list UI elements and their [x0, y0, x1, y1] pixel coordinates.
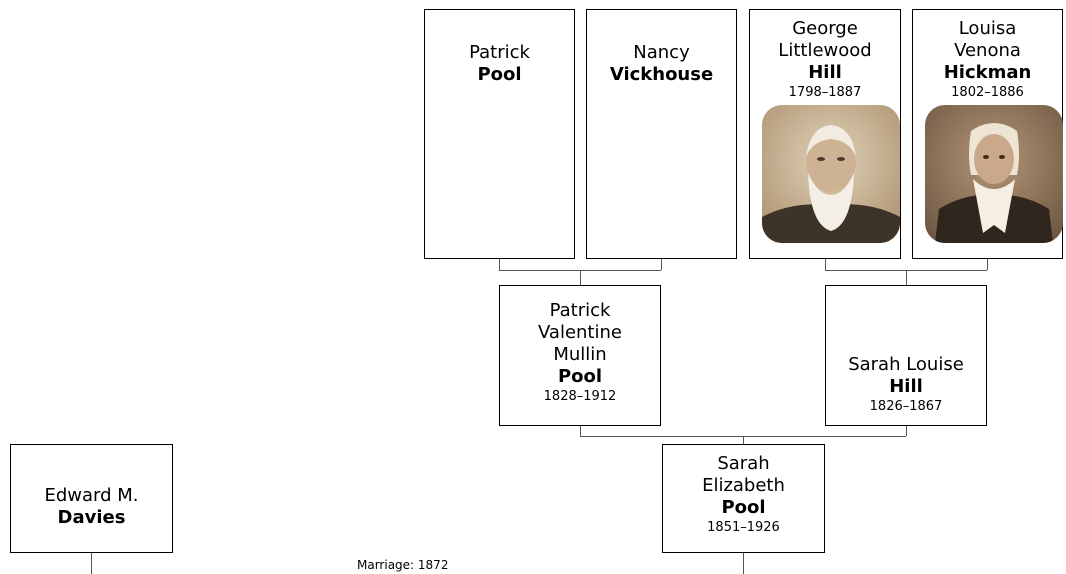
connector-line: [91, 553, 92, 574]
portrait-photo: [925, 105, 1063, 243]
connector-line: [906, 270, 907, 285]
person-surname: Hickman: [943, 62, 1032, 83]
person-surname: Pool: [557, 366, 603, 387]
connector-line: [825, 259, 826, 270]
person-given-name: Nancy: [633, 42, 690, 63]
person-given-name: Sarah Louise: [848, 354, 964, 375]
person-card-nancy-vickhouse[interactable]: Nancy Vickhouse: [586, 9, 737, 259]
person-dates: 1802–1886: [951, 85, 1024, 100]
person-given-name: Edward M.: [44, 485, 139, 506]
connector-line: [580, 426, 581, 436]
connector-line: [987, 259, 988, 270]
person-dates: 1826–1867: [869, 399, 943, 414]
connector-line: [906, 426, 907, 436]
person-given-name: George Littlewood: [778, 18, 872, 61]
connector-line: [743, 553, 744, 574]
person-surname: Pool: [721, 497, 766, 518]
connector-line: [661, 259, 662, 270]
person-given-name: Sarah Elizabeth: [702, 453, 785, 496]
portrait-photo: [762, 105, 900, 243]
person-given-name: Louisa Venona: [954, 18, 1021, 61]
connector-line: [580, 270, 581, 285]
connector-line: [499, 259, 500, 270]
person-card-sarah-elizabeth-pool[interactable]: Sarah Elizabeth Pool 1851–1926: [662, 444, 825, 553]
person-given-name: Patrick: [469, 42, 530, 63]
person-card-louisa-hickman[interactable]: Louisa Venona Hickman 1802–1886: [912, 9, 1063, 259]
person-dates: 1851–1926: [707, 520, 780, 535]
marriage-label: Marriage: 1872: [357, 558, 449, 572]
person-surname: Hill: [889, 376, 923, 397]
person-surname: Davies: [57, 507, 126, 528]
person-dates: 1798–1887: [788, 85, 862, 100]
person-card-sarah-louise-hill[interactable]: Sarah Louise Hill 1826–1867: [825, 285, 987, 426]
person-surname: Vickhouse: [609, 64, 714, 85]
person-card-patrick-pool[interactable]: Patrick Pool: [424, 9, 575, 259]
person-surname: Hill: [808, 62, 842, 83]
person-card-george-hill[interactable]: George Littlewood Hill 1798–1887: [749, 9, 901, 259]
person-given-name: Patrick Valentine Mullin: [538, 300, 622, 365]
connector-line: [743, 436, 744, 444]
person-surname: Pool: [477, 64, 522, 85]
person-card-patrick-valentine-pool[interactable]: Patrick Valentine Mullin Pool 1828–1912: [499, 285, 661, 426]
person-card-edward-davies[interactable]: Edward M. Davies: [10, 444, 173, 553]
person-dates: 1828–1912: [543, 389, 617, 404]
